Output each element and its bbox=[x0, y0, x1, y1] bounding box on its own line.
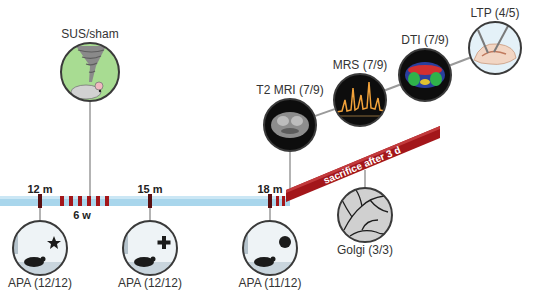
chain-connector bbox=[450, 58, 470, 66]
dti-illustration bbox=[398, 48, 452, 102]
chain-connector bbox=[385, 85, 400, 91]
apa-icon-circle: APA (11/12) bbox=[242, 220, 298, 276]
node-caption: LTP (4/5) bbox=[471, 7, 520, 20]
node-caption: MRS (7/9) bbox=[333, 59, 388, 72]
apa-illustration bbox=[122, 220, 178, 276]
dti-icon-circle: DTI (7/9) bbox=[398, 48, 452, 102]
mri-illustration bbox=[263, 98, 317, 152]
timepoint-label: 18 m bbox=[257, 183, 282, 195]
timepoint-label: 15 m bbox=[137, 183, 162, 195]
apa-illustration bbox=[242, 220, 298, 276]
node-caption: APA (12/12) bbox=[8, 277, 72, 290]
node-caption: APA (12/12) bbox=[118, 277, 182, 290]
duration-label: 6 w bbox=[73, 209, 91, 221]
spectrum-illustration bbox=[333, 73, 387, 127]
sus-illustration bbox=[60, 42, 120, 102]
node-caption: Golgi (3/3) bbox=[337, 244, 393, 257]
bar-label: sacrifice after 3 d bbox=[322, 144, 402, 186]
mri-icon-circle: T2 MRI (7/9) bbox=[263, 98, 317, 152]
apa-illustration bbox=[12, 220, 68, 276]
node-caption: APA (11/12) bbox=[239, 277, 302, 290]
node-caption: SUS/sham bbox=[61, 28, 118, 41]
timepoint-label: 12 m bbox=[27, 183, 52, 195]
node-caption: T2 MRI (7/9) bbox=[256, 84, 323, 97]
node-caption: DTI (7/9) bbox=[401, 34, 448, 47]
golgi-illustration bbox=[337, 187, 393, 243]
apa-icon-circle: APA (12/12) bbox=[12, 220, 68, 276]
apa-icon-circle: APA (12/12) bbox=[122, 220, 178, 276]
golgi-icon-circle: Golgi (3/3) bbox=[337, 187, 393, 243]
stress-icon-circle: SUS/sham bbox=[60, 42, 120, 102]
ltp-icon-circle: LTP (4/5) bbox=[468, 21, 522, 75]
slice-illustration bbox=[468, 21, 522, 75]
chain-connector bbox=[315, 109, 334, 116]
mrs-icon-circle: MRS (7/9) bbox=[333, 73, 387, 127]
